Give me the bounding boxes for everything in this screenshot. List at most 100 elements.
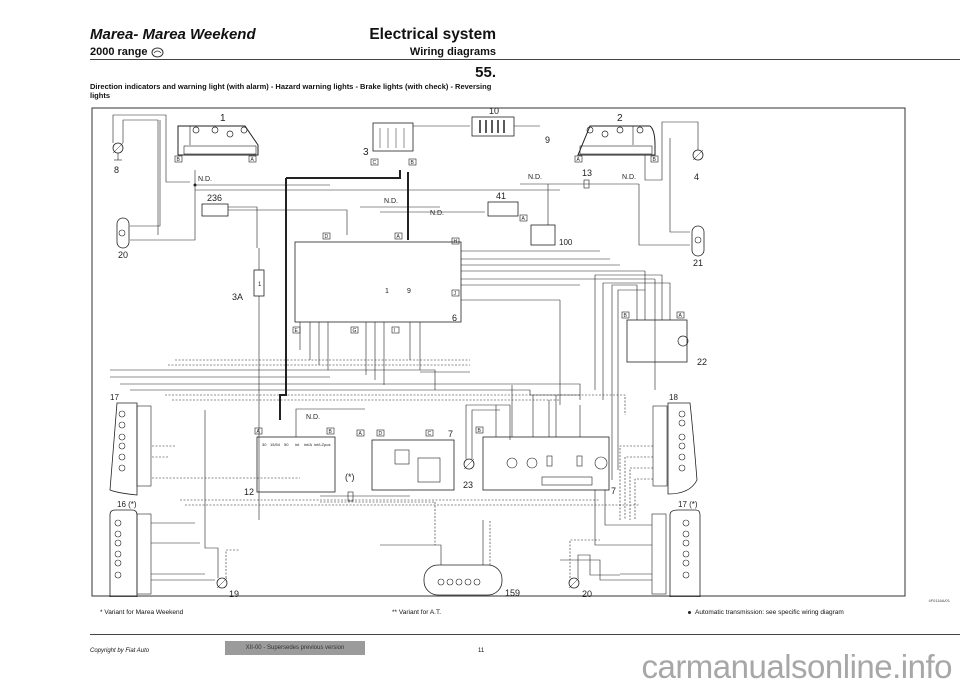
svg-text:B: B — [653, 157, 657, 163]
svg-text:1: 1 — [385, 288, 389, 295]
label-17x: 18 — [669, 393, 678, 402]
footnote-variant-at: ** Variant for A.T. — [392, 609, 442, 616]
label-236: (*) — [345, 472, 355, 482]
svg-text:J: J — [454, 291, 457, 297]
svg-text:G: G — [353, 328, 357, 334]
label-22: 23 — [463, 480, 473, 490]
svg-text:int: int — [295, 442, 300, 447]
range-logo-icon — [151, 47, 164, 57]
component-4-control-unit — [294, 241, 462, 323]
label-11: 10 — [489, 107, 499, 116]
svg-text:50: 50 — [284, 442, 289, 447]
copyright-text: Copyright by Fiat Auto — [90, 648, 150, 654]
label-159: 236 — [207, 193, 222, 203]
label-40: 41 — [496, 191, 506, 201]
label-19: 20 — [582, 589, 592, 597]
svg-text:B: B — [177, 157, 181, 163]
header-rule — [90, 59, 960, 60]
component-16x-rear-left-cluster — [109, 402, 152, 496]
label-1: 1 — [220, 113, 226, 124]
component-20 — [116, 217, 130, 249]
label-12: 12 — [244, 487, 254, 497]
footer-rule — [90, 634, 960, 635]
label-23: 22 — [697, 357, 707, 367]
component-40 — [487, 201, 519, 217]
svg-text:B: B — [329, 429, 333, 435]
bullet-icon — [688, 611, 691, 614]
junction-nd-6: N.D. — [306, 414, 320, 421]
component-17-rear-right-cluster — [651, 509, 701, 597]
label-8: 8 — [114, 165, 119, 175]
svg-text:B: B — [478, 428, 482, 434]
label-17: 17 (*) — [678, 500, 698, 509]
component-41-third-brake-light — [423, 564, 503, 596]
svg-text:A: A — [359, 431, 363, 437]
footnote-variant-weekend: * Variant for Marea Weekend — [100, 609, 184, 616]
component-159 — [201, 203, 229, 217]
component-2-front-right-cluster — [577, 125, 656, 156]
svg-text:15/54: 15/54 — [270, 442, 281, 447]
svg-text:C: C — [428, 431, 432, 437]
section-title: Electrical system — [369, 26, 496, 43]
component-3-fuse-box — [372, 122, 414, 152]
label-21: 21 — [693, 258, 703, 268]
diagram-frame — [91, 107, 906, 597]
label-10: 9 — [545, 135, 550, 145]
svg-text:1: 1 — [258, 282, 262, 288]
label-13: 13 — [582, 168, 592, 178]
svg-text:A: A — [679, 313, 683, 319]
component-1-front-left-cluster — [177, 125, 259, 156]
label-41: 159 — [505, 588, 520, 597]
diagram-description: Direction indicators and warning light (… — [90, 82, 492, 100]
range-text: 2000 range — [90, 46, 148, 58]
svg-text:A: A — [257, 429, 261, 435]
svg-text:I: I — [394, 328, 395, 334]
page-number: 11 — [478, 648, 485, 654]
model-title: Marea- Marea Weekend — [90, 26, 256, 43]
svg-text:A: A — [251, 157, 255, 163]
label-3a: 3A — [232, 292, 243, 302]
svg-text:B: B — [624, 313, 628, 319]
svg-text:9: 9 — [407, 288, 411, 295]
svg-text:D: D — [379, 431, 383, 437]
label-7: 7 — [448, 429, 453, 439]
range-label: 2000 range — [90, 46, 164, 58]
svg-text:D: D — [325, 234, 329, 240]
junction-nd-1: N.D. — [198, 176, 212, 183]
label-2: 2 — [617, 113, 623, 124]
component-16-rear-left-cluster — [109, 509, 152, 597]
label-20: 20 — [118, 250, 128, 260]
label-4: 6 — [452, 313, 457, 323]
component-8 — [112, 142, 124, 161]
component-11-battery — [471, 116, 515, 137]
component-18 — [216, 577, 228, 589]
label-100: 100 — [559, 238, 573, 247]
component-17x-rear-right-cluster — [652, 402, 698, 495]
svg-text:E: E — [295, 328, 299, 334]
footnote-auto-trans: Automatic transmission: see specific wir… — [688, 609, 844, 616]
watermark: carmanualsonline.info — [641, 648, 952, 685]
section-subtitle: Wiring diagrams — [409, 46, 496, 58]
diagram-number: 55. — [475, 64, 496, 81]
svg-text:int/LZ: int/LZ — [314, 442, 325, 447]
svg-text:B: B — [411, 160, 415, 166]
footnote-auto-trans-text: Automatic transmission: see specific wir… — [695, 609, 844, 616]
component-7 — [371, 439, 455, 491]
junction-nd-3: N.D. — [430, 210, 444, 217]
junction-nd-2: N.D. — [384, 198, 398, 205]
component-23 — [626, 319, 688, 363]
junction-nd-4: N.D. — [528, 174, 542, 181]
label-3: 3 — [363, 147, 369, 158]
label-6: 7 — [611, 486, 616, 496]
component-19 — [568, 577, 580, 589]
svg-text:30: 30 — [262, 442, 267, 447]
component-100 — [530, 224, 556, 246]
svg-text:A: A — [397, 234, 401, 240]
component-22 — [463, 458, 475, 470]
component-6-instrument-cluster — [482, 436, 610, 491]
supersedes-stamp: XII-00 - Supersedes previous version — [225, 641, 365, 655]
svg-text:H: H — [454, 239, 458, 245]
svg-text:C: C — [373, 160, 377, 166]
svg-text:int/A: int/A — [304, 442, 312, 447]
junction-nd-5: N.D. — [622, 174, 636, 181]
